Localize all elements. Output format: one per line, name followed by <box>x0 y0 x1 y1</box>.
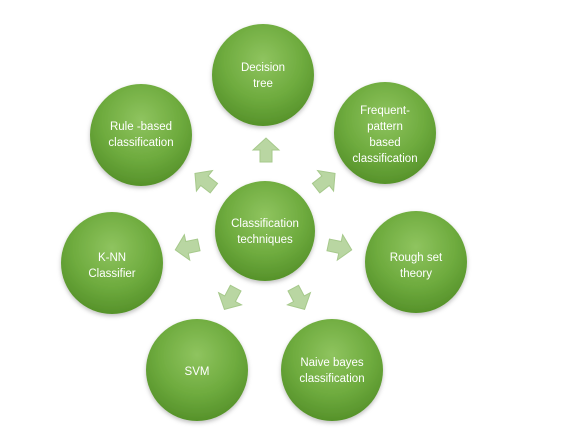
node-label-line: K-NN <box>98 252 126 264</box>
node-frequent-pattern: Frequent- pattern based classification <box>334 82 436 184</box>
node-rough-set: Rough set theory <box>365 211 467 313</box>
node-label-line: Frequent- <box>360 105 410 117</box>
node-label-line: theory <box>400 268 432 280</box>
node-circle <box>146 319 248 421</box>
arrows-layer <box>174 137 353 310</box>
node-label-line: Decision <box>241 62 285 74</box>
node-label-line: classification <box>299 373 364 385</box>
arrow-rule-based <box>194 169 219 194</box>
node-label-line: classification <box>108 137 173 149</box>
node-circle <box>212 24 314 126</box>
center-label-line-2: techniques <box>237 234 293 246</box>
node-circle <box>90 84 192 186</box>
center-label-line-1: Classification <box>231 218 299 230</box>
node-label-line: Naive bayes <box>300 357 364 369</box>
arrow-naive-bayes <box>286 284 312 310</box>
arrow-knn <box>174 233 201 262</box>
node-rule-based: Rule -based classification <box>90 84 192 186</box>
node-decision-tree: Decision tree <box>212 24 314 126</box>
node-label-line: classification <box>352 153 417 165</box>
arrow-frequent-pattern <box>311 169 336 194</box>
node-svm: SVM <box>146 319 248 421</box>
outer-nodes: Decision tree Frequent- pattern based cl… <box>61 24 467 421</box>
node-label-line: SVM <box>185 366 210 378</box>
node-circle <box>61 212 163 314</box>
node-label-line: Rough set <box>390 252 443 264</box>
node-label-line: Classifier <box>88 268 135 280</box>
node-circle <box>365 211 467 313</box>
node-naive-bayes: Naive bayes classification <box>281 319 383 421</box>
arrow-rough-set <box>326 233 353 262</box>
center-circle <box>215 181 315 281</box>
arrow-decision-tree <box>251 137 281 163</box>
center-node: Classification techniques <box>215 181 315 281</box>
node-label-line: Rule -based <box>110 121 172 133</box>
node-knn: K-NN Classifier <box>61 212 163 314</box>
node-label-line: pattern <box>367 121 403 133</box>
node-circle <box>334 82 436 184</box>
arrow-svm <box>217 284 243 310</box>
node-label-line: tree <box>253 78 273 90</box>
node-label-line: based <box>369 137 400 149</box>
node-circle <box>281 319 383 421</box>
